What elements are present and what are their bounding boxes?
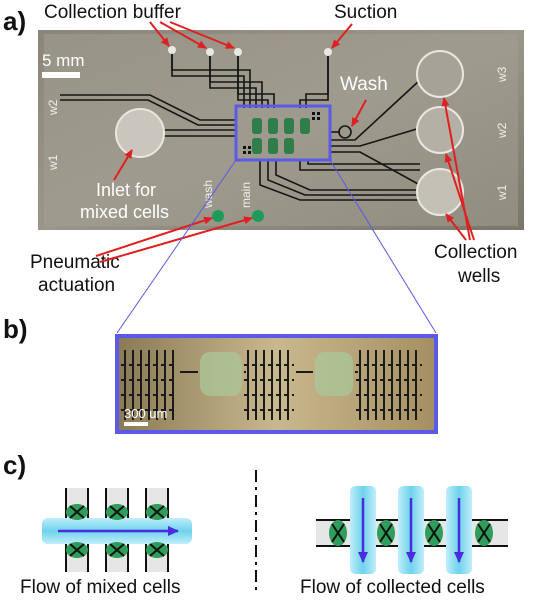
scale-bar-label-b: 300 um [124,406,167,421]
arrow-pneumatic-2 [99,216,253,263]
schematic-collected-flow [316,486,508,574]
chip-photo: w3 w2 w1 w2 w1 wash main [38,30,524,230]
channel-network [60,50,421,201]
arrow-buffer-1 [149,21,170,47]
label-wash: Wash [340,74,388,95]
chip-label-w3: w3 [495,66,509,83]
label-collection-line2: wells [457,266,500,287]
arrow-well-w2 [444,153,475,241]
arrow-wash [351,99,367,127]
collection-well-w2 [416,106,464,154]
label-collection-buffer: Collection buffer [44,2,182,23]
label-collection-line1: Collection [434,242,517,263]
collection-well-w3 [416,50,464,98]
arrow-pneumatic-1 [95,216,213,257]
chip-label-w2: w2 [495,122,509,139]
buffer-ports [168,46,332,56]
panel-a-label: a) [3,6,26,36]
red-arrows [95,21,475,263]
label-inlet-line1: Inlet for [96,180,156,200]
panel-c-label: c) [3,450,26,480]
micrograph-image [117,336,436,432]
chip-label-main: main [239,182,253,208]
arrow-buffer-2 [159,21,207,49]
zoom-line-right [329,159,437,334]
caption-collected-flow: Flow of collected cells [300,577,485,598]
wash-port [338,125,352,139]
scale-bar-a [42,72,80,78]
zoom-line-left [116,159,237,334]
closed-valves-left [69,505,165,557]
panel-b-label: b) [3,314,28,344]
arrow-buffer-3 [169,21,235,49]
scale-bar-label-a: 5 mm [42,51,85,70]
arrow-inlet [113,149,133,181]
arrow-well-w1 [445,213,467,241]
chip-alignment-marks [243,112,320,154]
chip-left-label-w1: w1 [46,154,60,171]
label-pneumatic-line1: Pneumatic [30,252,120,273]
chip-label-w1: w1 [495,184,509,201]
pneumatic-port-wash [212,210,224,222]
collection-well-w1 [416,168,464,216]
micrograph [115,334,438,434]
comb-structures [121,350,422,420]
chip-green-valves [252,118,310,154]
inlet-well [115,108,165,158]
closed-valves-right [331,523,491,543]
pneumatic-port-main [252,210,264,222]
caption-mixed-flow: Flow of mixed cells [20,577,181,598]
chip-left-label-w2: w2 [46,99,60,116]
label-inlet-line2: mixed cells [80,202,169,222]
schematic-mixed-flow [42,488,192,572]
label-suction: Suction [334,2,397,23]
scale-bar-b [124,422,148,426]
chip-label-wash: wash [201,180,215,209]
label-pneumatic-line2: actuation [38,275,115,296]
arrow-suction [331,23,353,49]
zoom-region-box [234,104,332,162]
micrograph-frame [115,334,438,434]
